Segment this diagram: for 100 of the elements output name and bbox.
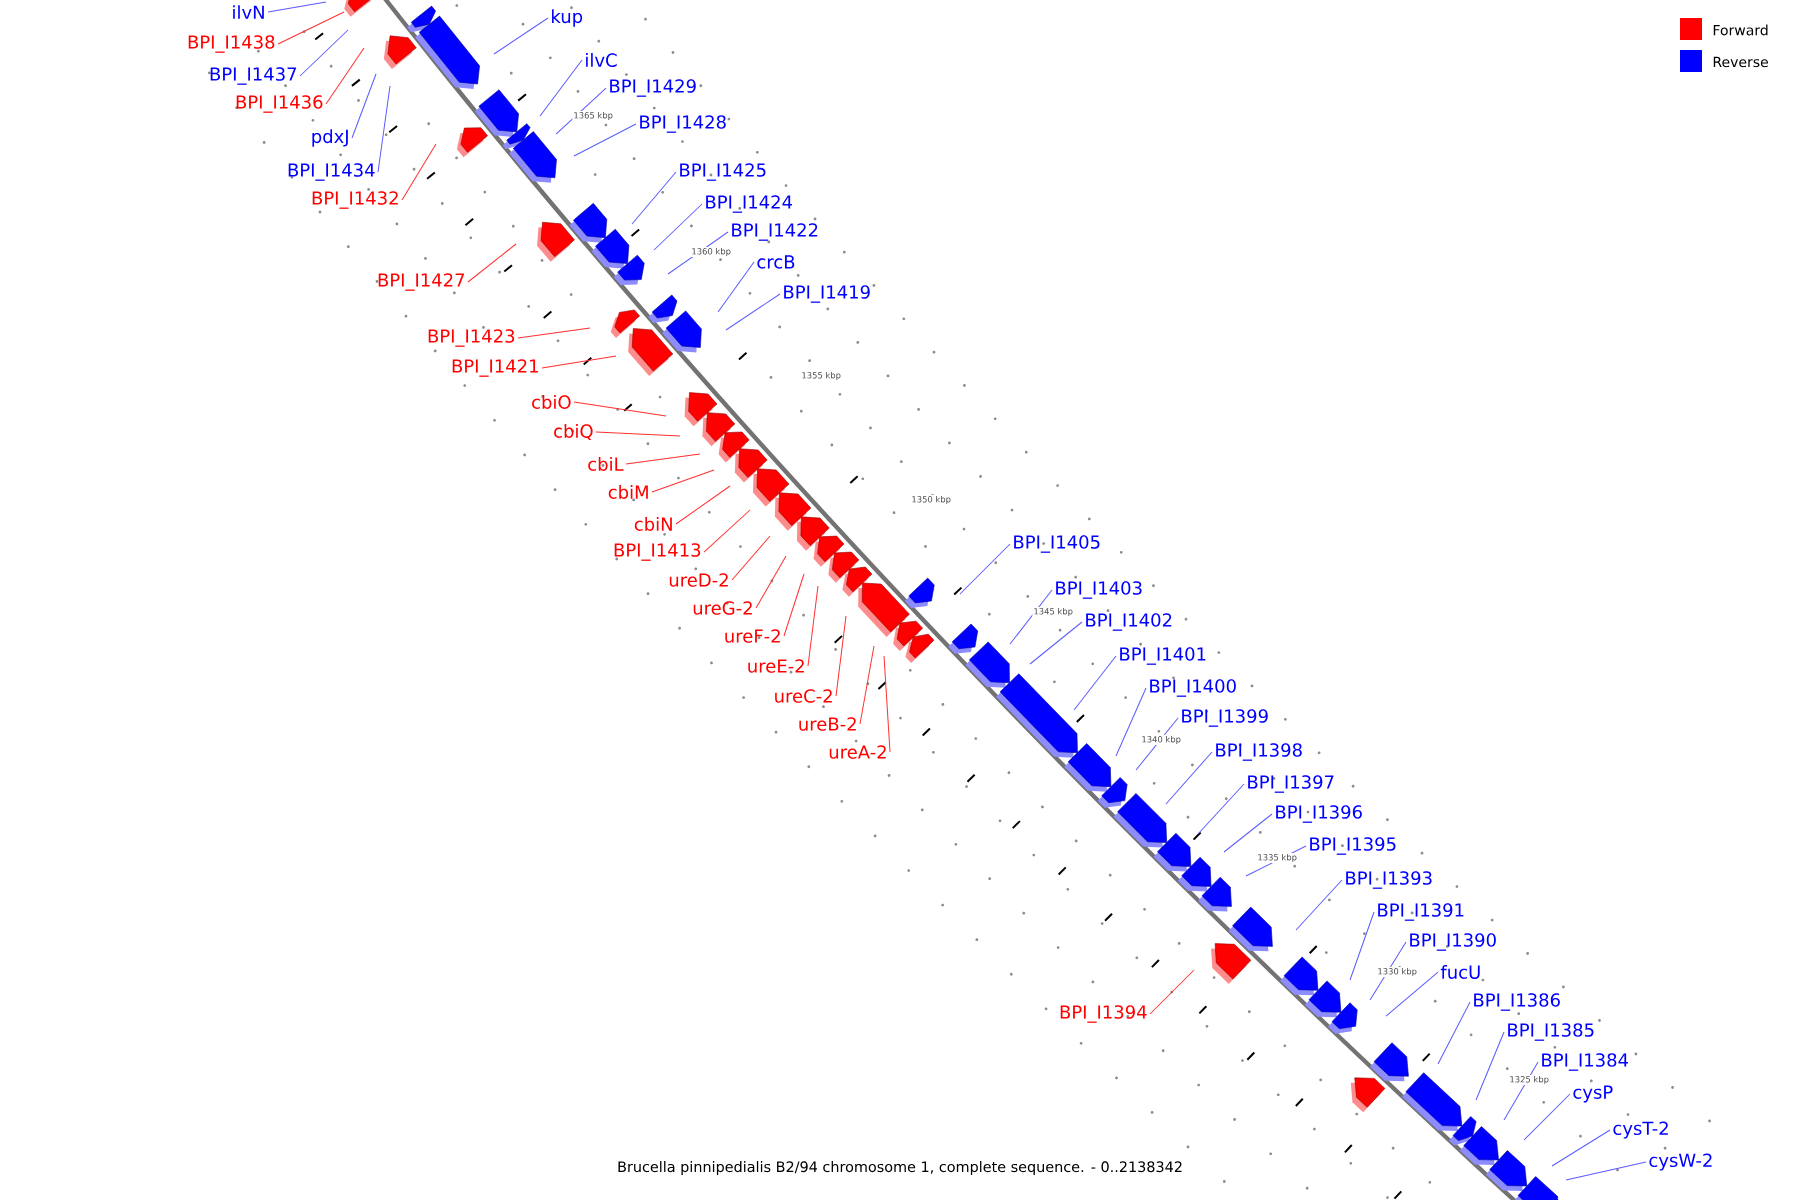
- leader-line: [467, 243, 517, 283]
- leader-line: [1385, 971, 1439, 1017]
- leader-line: [401, 143, 437, 201]
- gene-label: BPI_I1391: [1378, 903, 1464, 921]
- gene-label: BPI_I1384: [1542, 1053, 1629, 1071]
- gene-label: ureG-2: [693, 601, 752, 615]
- gene-label: BPI_I1427: [378, 273, 465, 291]
- leader-line: [703, 509, 751, 553]
- leader-line: [1165, 751, 1213, 805]
- gene-label: BPI_I1438: [188, 35, 275, 53]
- leader-line: [1565, 1161, 1647, 1181]
- leader-line: [651, 469, 715, 493]
- gene-label: BPI_I1432: [312, 191, 398, 209]
- leader-line: [1437, 1001, 1471, 1065]
- leader-line: [573, 401, 667, 417]
- gene-label: ureF-2: [725, 629, 780, 643]
- leader-line: [351, 73, 377, 139]
- leader-line: [1523, 1093, 1571, 1141]
- gene-label: BPI_I1399: [1182, 709, 1268, 727]
- gene-label: BPI_I1428: [640, 115, 726, 133]
- leader-line: [277, 11, 345, 45]
- leader-line: [1223, 813, 1273, 853]
- leader-line: [595, 431, 681, 437]
- gene-label: BPI_I1419: [784, 285, 870, 303]
- leader-line: [267, 1, 327, 13]
- leader-line: [1009, 589, 1053, 645]
- leader-line: [541, 355, 617, 369]
- gene-label: BPI_I1405: [1014, 535, 1100, 553]
- gene-label: cbiM: [608, 485, 648, 499]
- gene-label: BPI_I1437: [210, 67, 297, 85]
- leader-line: [299, 29, 349, 77]
- gene-label: cysT-2: [1613, 1121, 1668, 1139]
- leader-line: [1197, 783, 1245, 835]
- leader-line: [807, 585, 819, 667]
- gene-label: ilvN: [233, 5, 264, 19]
- gene-label: BPI_I1403: [1056, 581, 1142, 599]
- gene-label: BPI_I1436: [236, 95, 323, 113]
- leader-line: [653, 203, 703, 251]
- leader-line: [883, 655, 891, 753]
- gene-label: BPI_I1425: [680, 163, 766, 181]
- leader-line: [631, 171, 677, 225]
- gene-label: BPI_I1395: [1310, 837, 1396, 855]
- gene-label: ureE-2: [748, 659, 804, 673]
- leader-line: [755, 555, 787, 609]
- leader-line: [1295, 879, 1343, 931]
- leader-line: [959, 543, 1011, 595]
- gene-label: ilvC: [586, 53, 617, 67]
- gene-label: BPI_I1385: [1508, 1023, 1594, 1041]
- leader-line: [1073, 655, 1117, 711]
- gene-label: BPI_I1398: [1216, 743, 1302, 761]
- leader-line: [1551, 1129, 1611, 1167]
- leader-line: [717, 261, 755, 313]
- leader-line: [517, 327, 591, 339]
- gene-label: crcB: [757, 255, 795, 269]
- leader-line: [573, 123, 637, 157]
- leader-line: [859, 645, 875, 725]
- leader-line: [539, 59, 583, 117]
- leader-line: [1475, 1031, 1505, 1101]
- gene-label: pdxJ: [312, 129, 348, 147]
- gene-label: BPI_I1423: [428, 329, 515, 347]
- leader-line: [731, 535, 771, 581]
- leader-line: [493, 17, 549, 55]
- gene-label: ureC-2: [775, 689, 832, 703]
- gene-label: BPI_I1422: [732, 223, 818, 241]
- leader-line: [1149, 969, 1195, 1015]
- gene-label: BPI_I1413: [614, 543, 701, 561]
- leader-line: [625, 453, 701, 465]
- gene-label: BPI_I1397: [1248, 775, 1334, 793]
- gene-label: BPI_I1401: [1120, 647, 1206, 665]
- gene-label: ureA-2: [829, 745, 886, 759]
- gene-label: BPI_I1394: [1060, 1005, 1147, 1023]
- gene-label: fucU: [1440, 965, 1480, 979]
- gene-label: cysP: [1573, 1085, 1613, 1103]
- gene-label: ureD-2: [669, 573, 728, 587]
- leader-line: [1115, 687, 1147, 757]
- gene-label: BPI_I1402: [1086, 613, 1172, 631]
- leader-line: [1349, 911, 1375, 981]
- leader-line: [325, 47, 365, 105]
- leader-line: [1135, 717, 1179, 771]
- gene-label: BPI_I1429: [610, 79, 696, 97]
- gene-label: cbiO: [532, 395, 571, 409]
- gene-label: BPI_I1421: [452, 359, 538, 377]
- leader-line: [675, 485, 731, 525]
- leader-line: [1029, 621, 1083, 665]
- leader-line: [783, 573, 805, 637]
- gene-label: cbiN: [634, 517, 672, 531]
- gene-label: cbiL: [588, 457, 624, 471]
- gene-label: BPI_I1396: [1276, 805, 1362, 823]
- leader-line: [1369, 941, 1407, 1001]
- gene-label: BPI_I1434: [288, 163, 375, 181]
- gene-label: BPI_I1390: [1410, 933, 1496, 951]
- gene-label: BPI_I1424: [706, 195, 792, 213]
- gene-label: BPI_I1386: [1474, 993, 1560, 1011]
- gene-label: ureB-2: [799, 717, 856, 731]
- leader-line: [725, 293, 781, 331]
- leader-line: [1503, 1061, 1539, 1121]
- gene-label: BPI_I1400: [1150, 679, 1236, 697]
- leader-line: [555, 87, 607, 135]
- leader-line: [1245, 845, 1307, 877]
- gene-label: cbiQ: [554, 424, 593, 440]
